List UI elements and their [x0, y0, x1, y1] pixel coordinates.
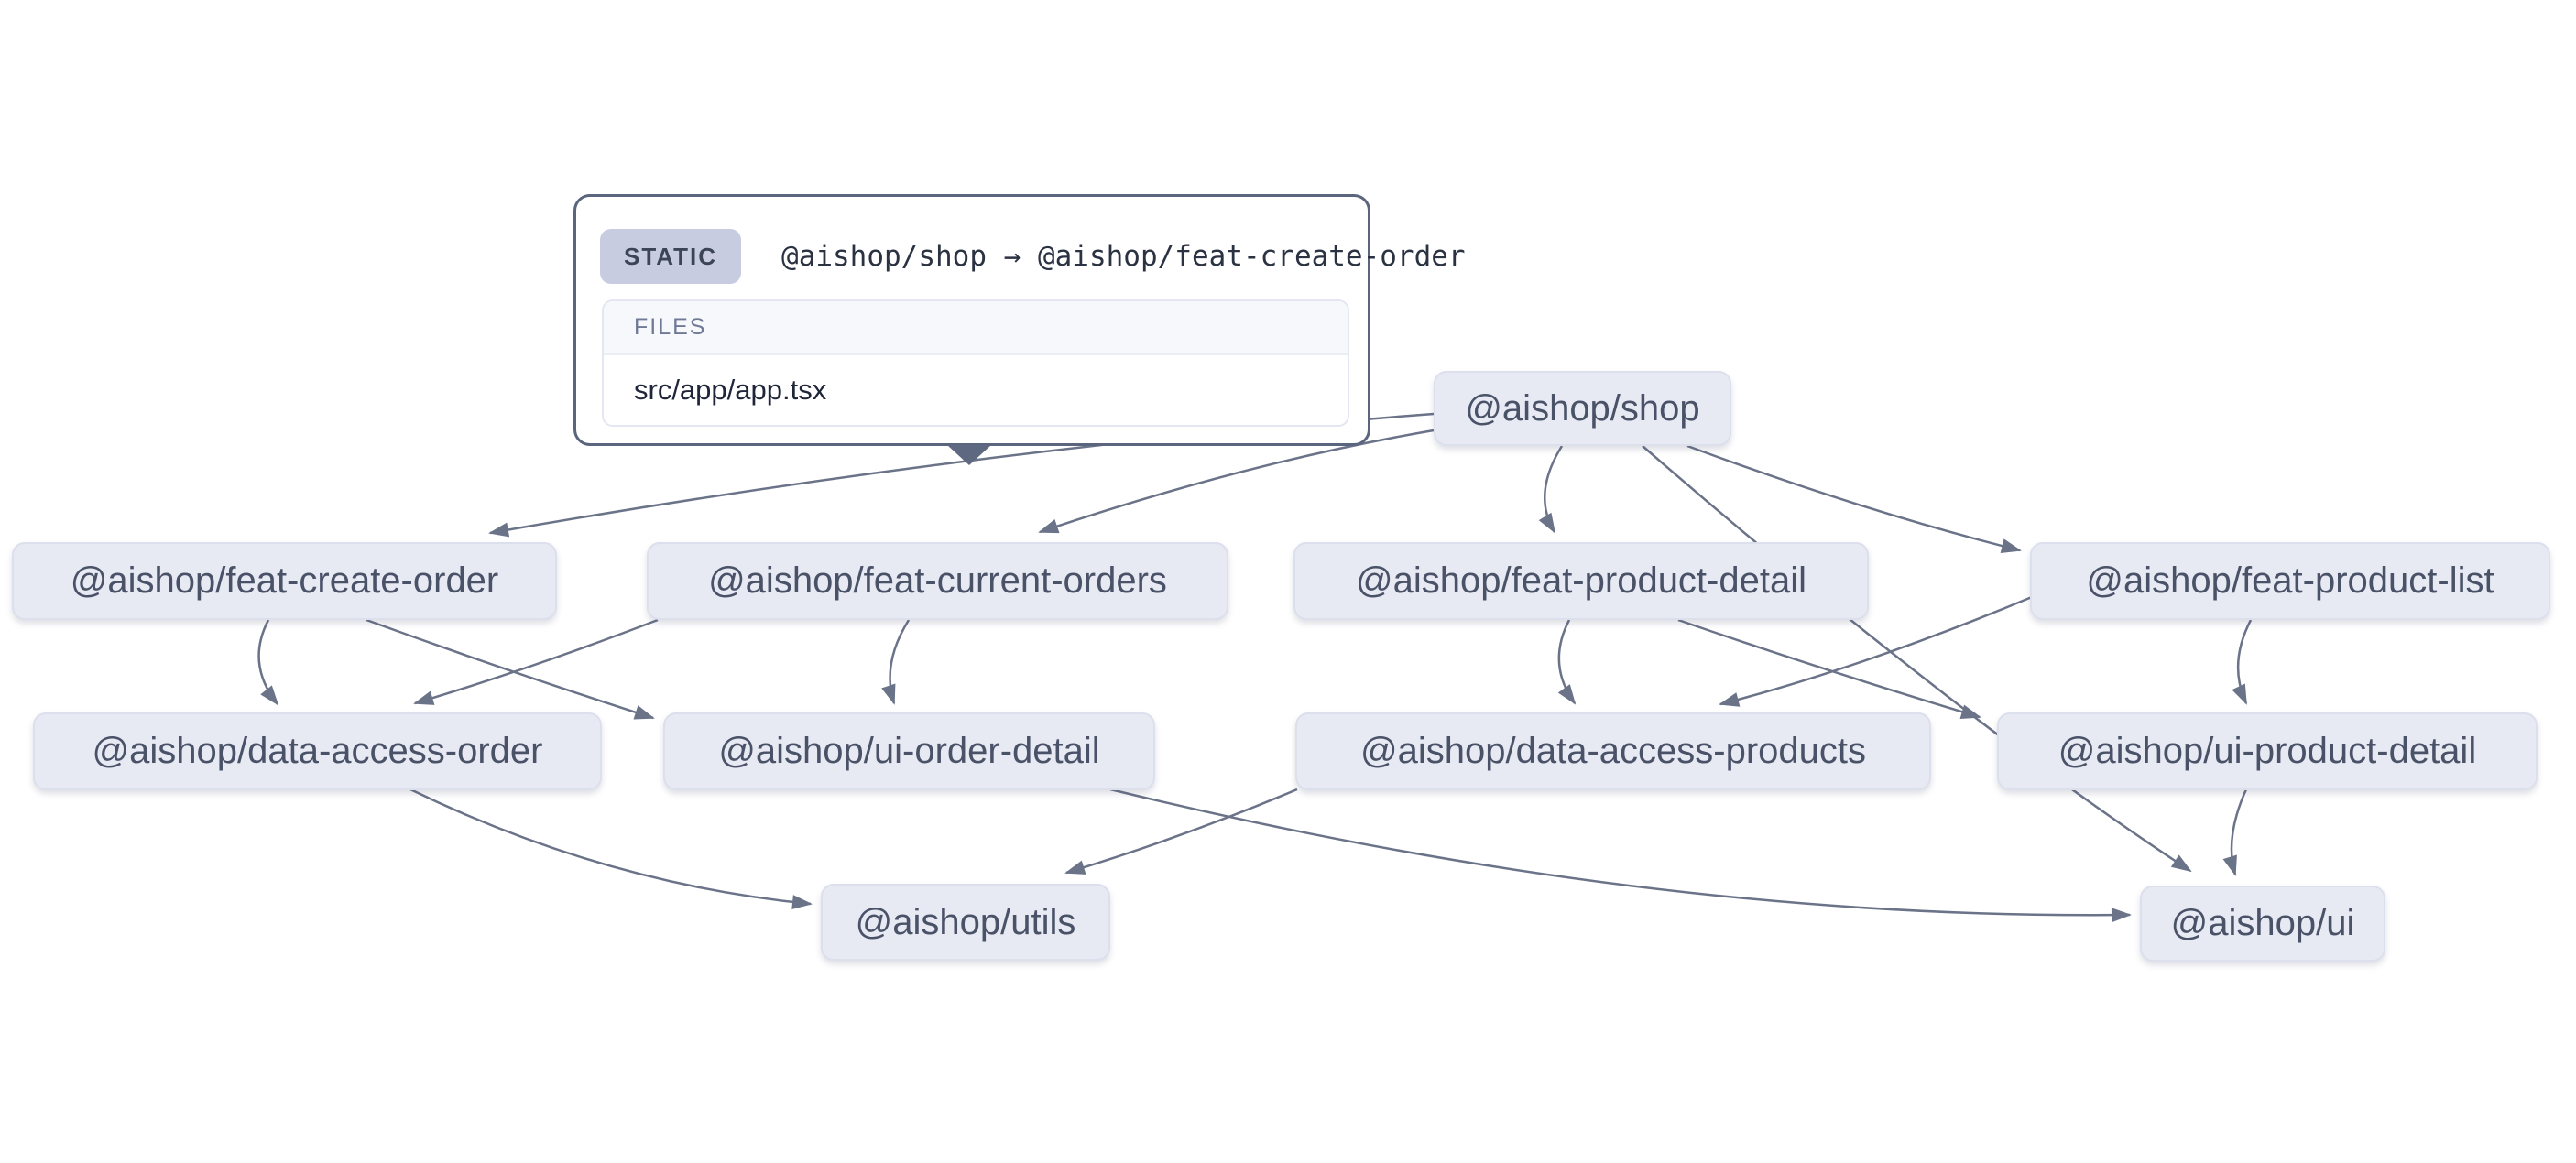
file-list-item: src/app/app.tsx — [604, 355, 1348, 425]
edge-tooltip: STATIC @aishop/shop → @aishop/feat-creat… — [573, 194, 1466, 446]
dependency-edge-feat-current-orders-to-ui-order-detail[interactable] — [881, 619, 911, 705]
node-label: @aishop/ui — [2170, 903, 2355, 943]
node-label: @aishop/data-access-order — [92, 731, 543, 771]
node-label: @aishop/data-access-products — [1360, 731, 1866, 771]
dependency-edge-feat-create-order-to-data-access-order[interactable] — [257, 619, 279, 706]
dependency-edge-feat-current-orders-to-data-access-order[interactable] — [413, 618, 659, 705]
node-label: @aishop/shop — [1465, 387, 1700, 429]
node-label: @aishop/ui-product-detail — [2058, 731, 2477, 771]
graph-node-feat-product-list[interactable]: @aishop/feat-product-list — [2030, 542, 2550, 620]
dependency-edge-feat-create-order-to-ui-order-detail[interactable] — [366, 618, 655, 720]
graph-node-data-access-order[interactable]: @aishop/data-access-order — [33, 712, 602, 790]
dependency-edge-shop-to-feat-product-detail[interactable] — [1538, 445, 1564, 534]
files-panel-header: FILES — [604, 301, 1348, 355]
dependency-edge-shop-to-ui[interactable] — [1642, 445, 2192, 873]
graph-node-utils[interactable]: @aishop/utils — [821, 884, 1110, 961]
dependency-edge-data-access-order-to-utils[interactable] — [409, 788, 813, 910]
node-label: @aishop/feat-create-order — [70, 560, 499, 601]
tooltip-caret-icon — [947, 445, 991, 465]
tooltip-header: STATIC @aishop/shop → @aishop/feat-creat… — [576, 197, 1466, 294]
dependency-edge-ui-product-detail-to-ui[interactable] — [2222, 788, 2248, 876]
graph-node-shop[interactable]: @aishop/shop — [1434, 371, 1731, 446]
graph-node-feat-current-orders[interactable]: @aishop/feat-current-orders — [647, 542, 1228, 620]
dependency-edge-feat-product-list-to-data-access-products[interactable] — [1719, 595, 2033, 707]
dependency-edge-feat-product-list-to-ui-product-detail[interactable] — [2232, 619, 2253, 705]
node-label: @aishop/feat-product-list — [2086, 560, 2494, 601]
graph-node-ui[interactable]: @aishop/ui — [2140, 886, 2385, 962]
graph-node-feat-product-detail[interactable]: @aishop/feat-product-detail — [1293, 542, 1869, 620]
graph-node-ui-order-detail[interactable]: @aishop/ui-order-detail — [663, 712, 1155, 790]
node-label: @aishop/utils — [855, 901, 1076, 942]
dependency-edge-shop-to-feat-current-orders[interactable] — [1038, 429, 1435, 534]
node-label: @aishop/feat-product-detail — [1356, 560, 1806, 601]
node-label: @aishop/ui-order-detail — [718, 731, 1100, 771]
node-label: @aishop/feat-current-orders — [708, 560, 1167, 601]
dependency-edge-data-access-products-to-utils[interactable] — [1064, 788, 1298, 875]
dependency-edge-feat-product-detail-to-data-access-products[interactable] — [1557, 619, 1577, 705]
graph-node-feat-create-order[interactable]: @aishop/feat-create-order — [12, 542, 557, 620]
static-badge: STATIC — [600, 229, 742, 284]
files-panel: FILES src/app/app.tsx — [602, 299, 1349, 427]
edge-relation-text: @aishop/shop → @aishop/feat-create-order — [781, 240, 1466, 273]
dependency-edge-shop-to-feat-product-list[interactable] — [1686, 444, 2022, 553]
graph-node-ui-product-detail[interactable]: @aishop/ui-product-detail — [1997, 712, 2538, 790]
dependency-edge-ui-order-detail-to-ui[interactable] — [1109, 788, 2132, 923]
dependency-edge-feat-product-detail-to-ui-product-detail[interactable] — [1677, 618, 1981, 719]
graph-node-data-access-products[interactable]: @aishop/data-access-products — [1295, 712, 1931, 790]
